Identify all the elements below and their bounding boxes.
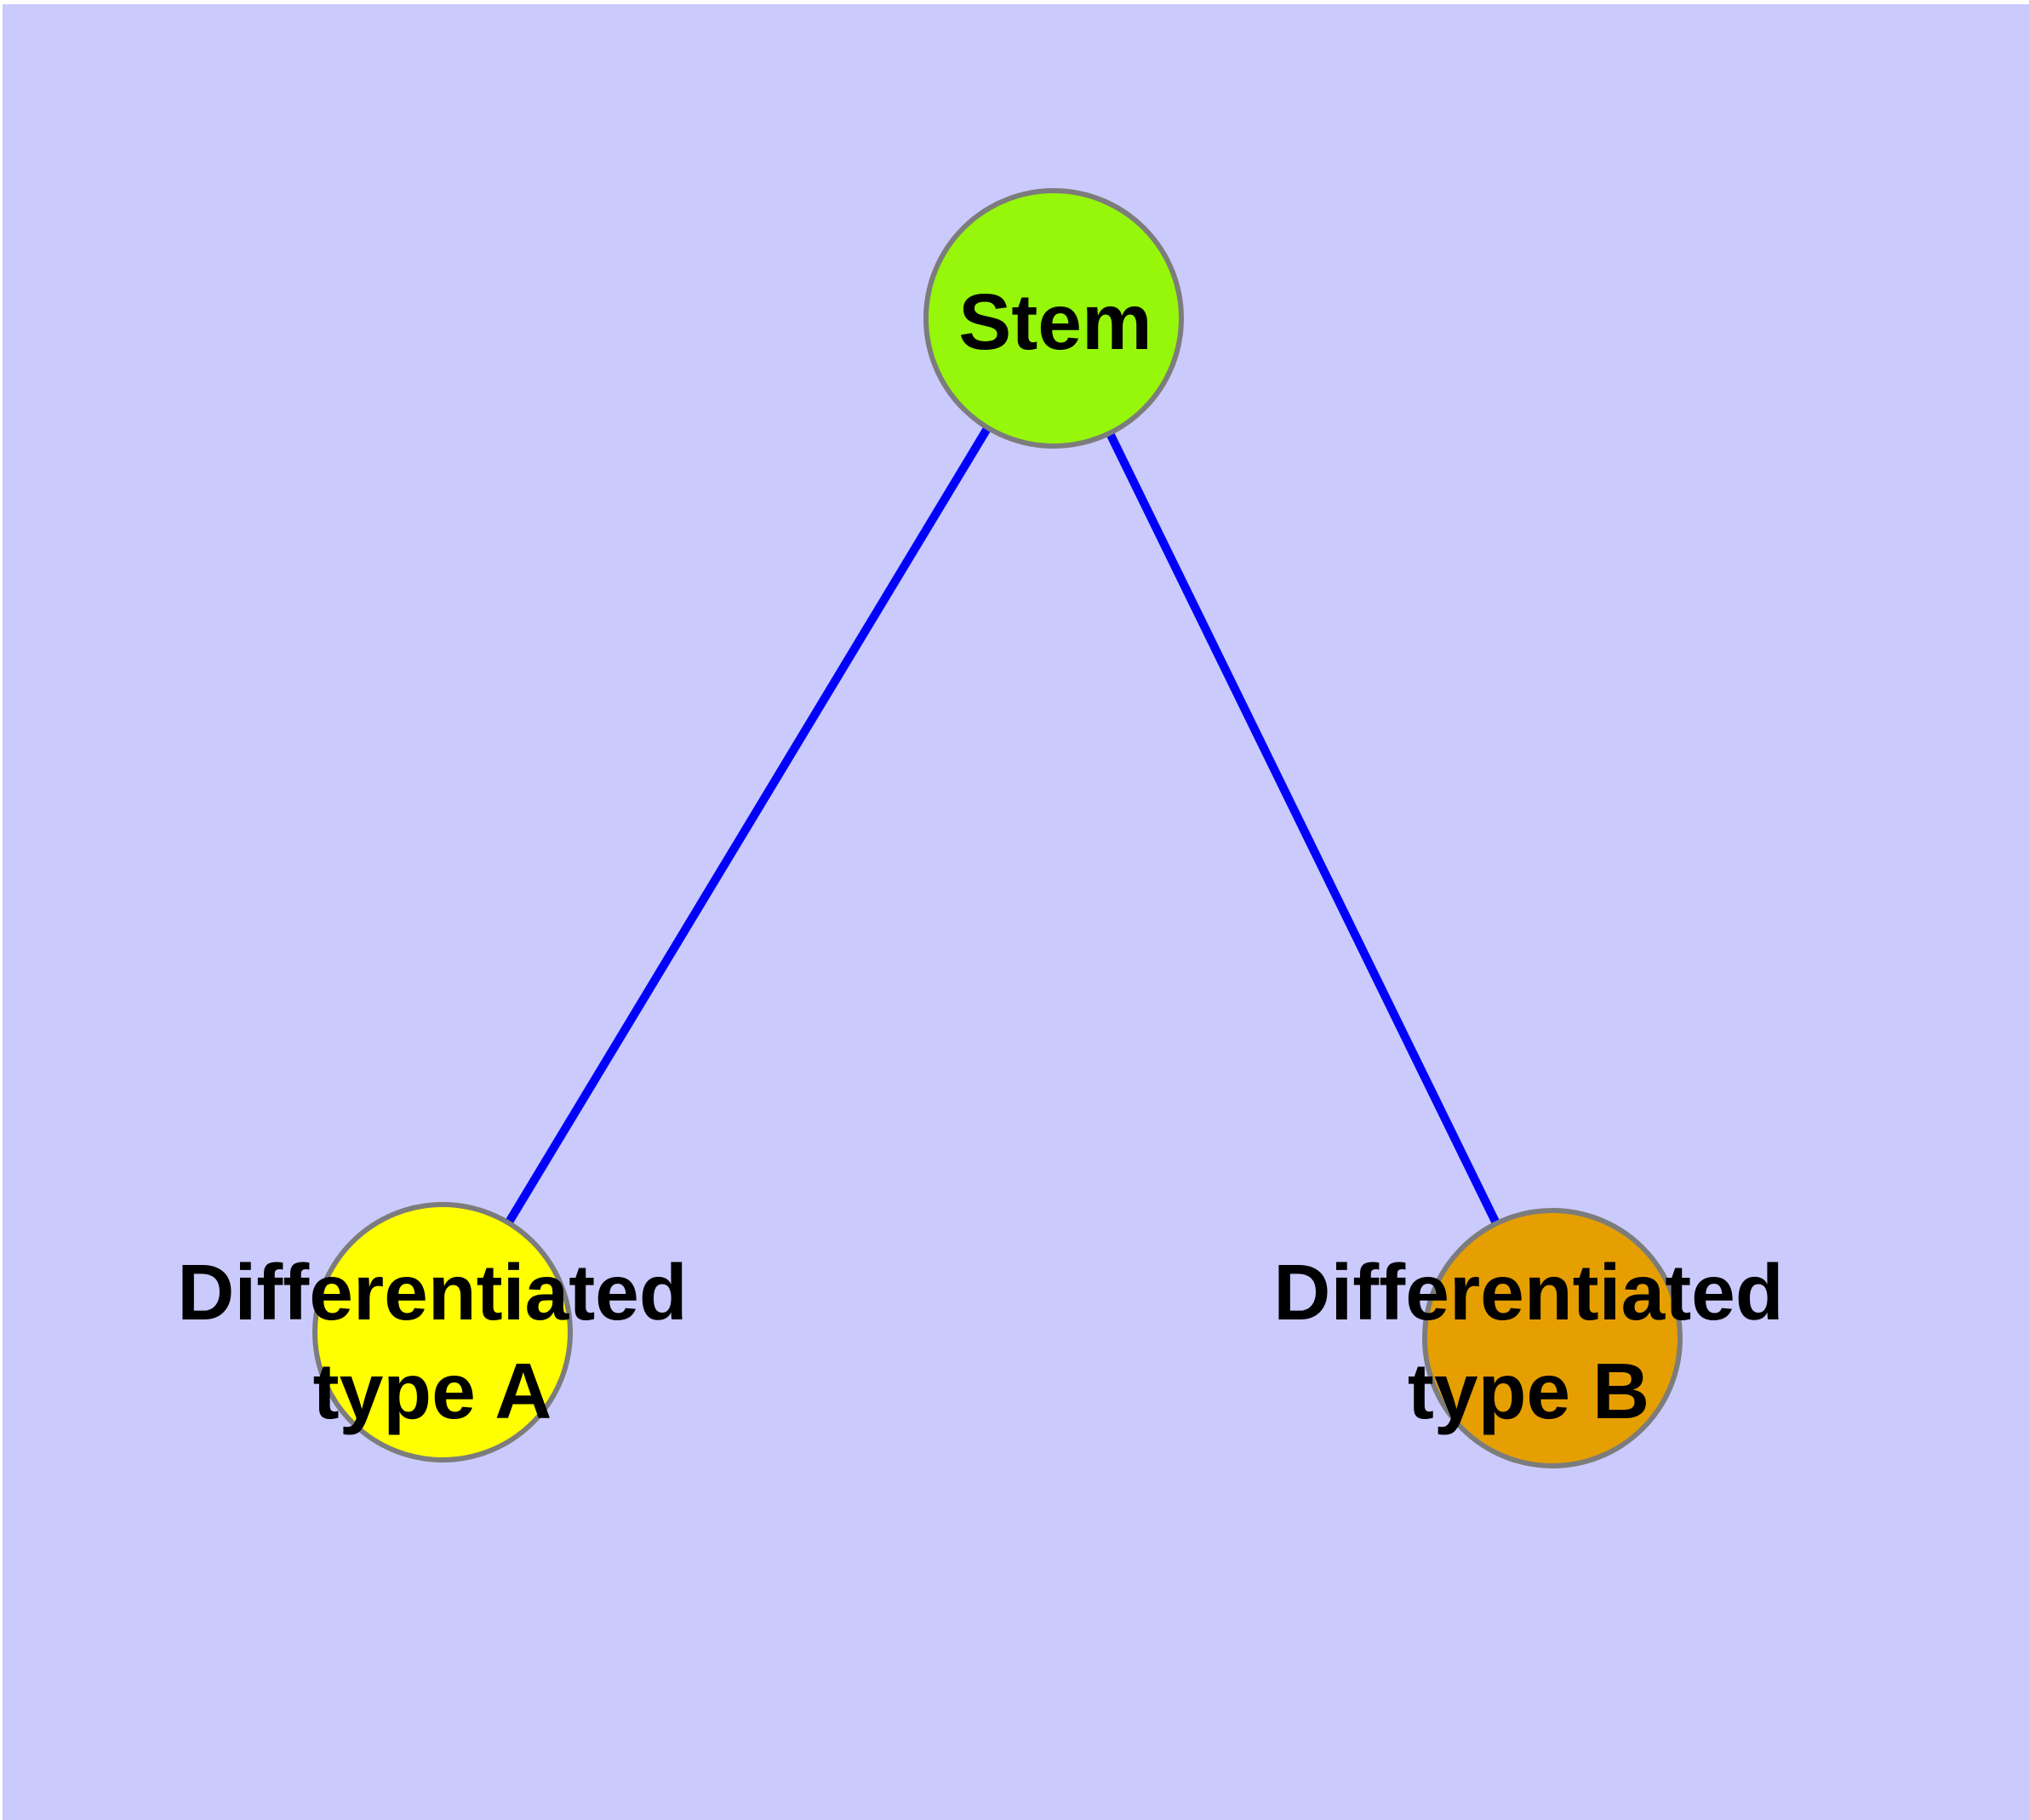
graph-svg: [312, 188, 1683, 1468]
node-differentiated-type-b: [1422, 1208, 1683, 1468]
edge-stem-to-differentiated-type-b: [1049, 316, 1557, 1341]
edge-stem-to-differentiated-type-a: [438, 316, 1058, 1335]
node-differentiated-type-a: [312, 1202, 573, 1462]
plot-background: Stem Differentiated type A Differentiate…: [3, 4, 2029, 1820]
node-stem: [923, 188, 1184, 449]
